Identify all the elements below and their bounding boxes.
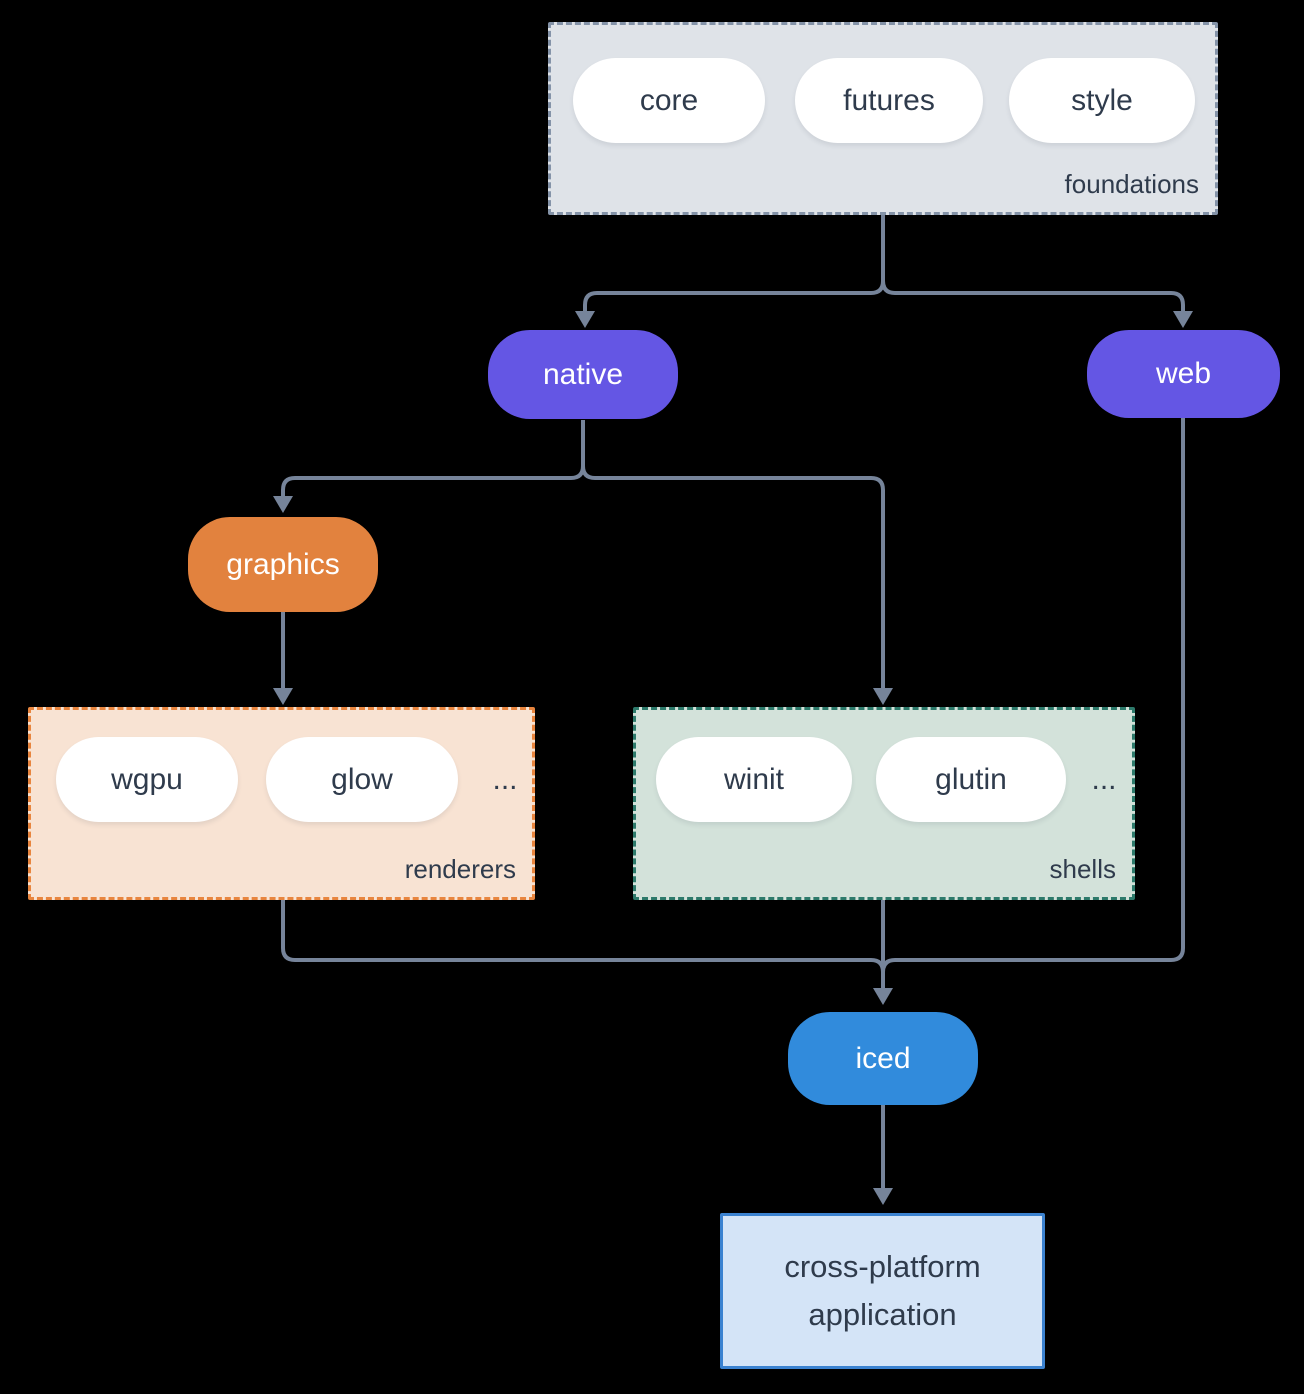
arrowhead-application bbox=[873, 1188, 893, 1205]
group-foundations-label: foundations bbox=[1064, 169, 1199, 199]
node-web-label: web bbox=[1155, 357, 1212, 390]
node-native-label: native bbox=[542, 357, 624, 391]
node-graphics-label: graphics bbox=[226, 547, 340, 581]
pill-glutin-label: glutin bbox=[935, 762, 1007, 796]
arrowhead-renderers bbox=[273, 688, 293, 705]
group-foundations: core futures style foundations bbox=[548, 22, 1218, 215]
pill-glutin: glutin bbox=[876, 737, 1066, 822]
group-renderers-label: renderers bbox=[404, 854, 516, 884]
arrowhead-native bbox=[575, 311, 595, 328]
connector-shells-to-iced bbox=[873, 900, 893, 1005]
shells-ellipsis: ... bbox=[1091, 762, 1117, 796]
pill-wgpu: wgpu bbox=[56, 737, 238, 822]
pill-winit: winit bbox=[656, 737, 852, 822]
group-shells: winit glutin ... shells bbox=[633, 707, 1135, 900]
pill-glow: glow bbox=[266, 737, 458, 822]
pill-wgpu-label: wgpu bbox=[111, 762, 183, 796]
pill-futures-label: futures bbox=[843, 83, 935, 117]
connector-foundations-to-web bbox=[881, 215, 1193, 328]
node-graphics: graphics bbox=[188, 517, 378, 612]
connector-graphics-to-renderers bbox=[273, 612, 293, 705]
arrowhead-web bbox=[1173, 311, 1193, 328]
pill-core-label: core bbox=[639, 83, 699, 117]
arrowhead-graphics bbox=[273, 496, 293, 513]
connector-foundations-to-native bbox=[575, 215, 885, 328]
connector-native-to-shells bbox=[581, 420, 893, 705]
node-iced-label: iced bbox=[855, 1041, 911, 1075]
pill-winit-label: winit bbox=[723, 762, 784, 796]
arrowhead-iced bbox=[873, 988, 893, 1005]
renderers-ellipsis: ... bbox=[492, 762, 518, 796]
pill-style-label: style bbox=[1071, 83, 1133, 117]
node-native: native bbox=[488, 330, 678, 419]
pill-futures: futures bbox=[795, 58, 983, 143]
pill-core: core bbox=[573, 58, 765, 143]
node-web: web bbox=[1087, 330, 1280, 418]
pill-style: style bbox=[1009, 58, 1195, 143]
connector-iced-to-application bbox=[873, 1105, 893, 1205]
node-iced: iced bbox=[788, 1012, 978, 1105]
pill-glow-label: glow bbox=[331, 762, 393, 796]
connector-native-to-graphics bbox=[273, 420, 585, 513]
application-label-line1: cross-platform bbox=[784, 1248, 981, 1284]
group-shells-label: shells bbox=[1049, 854, 1116, 884]
group-renderers: wgpu glow ... renderers bbox=[28, 707, 535, 900]
connector-renderers-to-iced bbox=[281, 900, 885, 985]
application-label-line2: application bbox=[808, 1297, 957, 1332]
arrowhead-shells bbox=[873, 688, 893, 705]
application-box: cross-platform application bbox=[720, 1213, 1045, 1369]
